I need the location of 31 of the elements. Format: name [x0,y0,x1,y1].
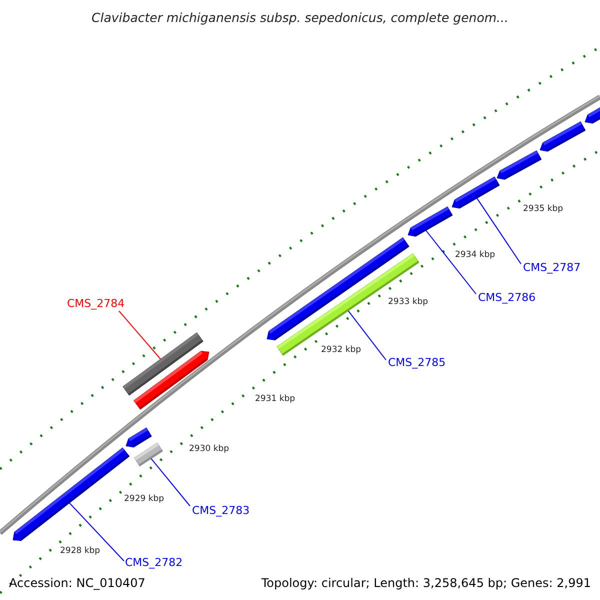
gene-feature [496,150,542,180]
position-label: 2933 kbp [388,297,428,307]
gene-feature [133,350,210,410]
position-label: 2931 kbp [255,394,296,404]
accession-text: Accession: NC_010407 [9,575,146,592]
gene-label: CMS_2782 [125,556,183,569]
position-label: 2935 kbp [523,204,564,214]
leader-line [150,458,190,506]
gene-feature [452,176,500,209]
leader-line [426,230,476,294]
gene-label: CMS_2786 [478,291,536,304]
leader-line [69,502,124,562]
gene-label: CMS_2787 [523,261,581,274]
genome-info-text: Topology: circular; Length: 3,258,645 bp; Genes: 2,991 [261,575,591,592]
gene-bar [134,442,163,466]
gene-feature [126,427,152,448]
leader-line [476,198,522,264]
gene-label: CMS_2785 [388,356,446,369]
gene-label: CMS_2784 [67,297,125,310]
position-label: 2932 kbp [321,345,362,355]
position-label: 2928 kbp [60,546,100,556]
leader-line [118,310,161,360]
position-label: 2929 kbp [124,494,164,504]
gene-feature [584,106,600,124]
title: Clavibacter michiganensis subsp. sepedonicus, complete genom... [90,9,510,27]
gene-feature [408,206,453,237]
position-label: 2934 kbp [455,250,496,260]
gene-feature [540,121,586,152]
position-label: 2930 kbp [189,444,230,454]
gene-label: CMS_2783 [192,504,250,517]
leader-line [348,310,386,360]
